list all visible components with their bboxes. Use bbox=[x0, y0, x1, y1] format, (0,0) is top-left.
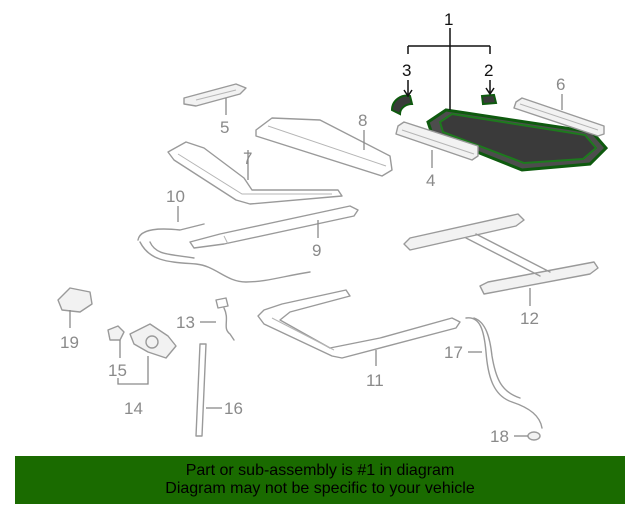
part-9-cable-guide[interactable] bbox=[189, 205, 359, 249]
callout-2[interactable]: 2 bbox=[484, 61, 493, 80]
leader-3 bbox=[403, 80, 413, 98]
part-2-clip[interactable] bbox=[480, 93, 498, 106]
callout-13[interactable]: 13 bbox=[176, 313, 195, 332]
part-5-bracket[interactable] bbox=[183, 83, 247, 107]
callout-16[interactable]: 16 bbox=[224, 399, 243, 418]
leader-2 bbox=[485, 80, 495, 96]
part-4-rail[interactable] bbox=[395, 121, 479, 161]
callout-15[interactable]: 15 bbox=[108, 361, 127, 380]
callout-3[interactable]: 3 bbox=[402, 61, 411, 80]
footer-line-2: Diagram may not be specific to your vehi… bbox=[165, 480, 475, 497]
callout-11[interactable]: 11 bbox=[366, 371, 384, 390]
part-10-cable[interactable] bbox=[137, 223, 311, 283]
part-3-bracket[interactable] bbox=[390, 94, 414, 116]
part-7-frame[interactable] bbox=[167, 141, 343, 205]
footer-line-1: Part or sub-assembly is #1 in diagram bbox=[185, 462, 455, 479]
part-17-drain-hose[interactable] bbox=[465, 317, 543, 429]
leader-lines bbox=[69, 94, 563, 437]
callout-19[interactable]: 19 bbox=[60, 333, 79, 352]
leader-1 bbox=[407, 28, 491, 110]
callout-6[interactable]: 6 bbox=[556, 75, 565, 94]
footer-banner: Part or sub-assembly is #1 in diagram Di… bbox=[15, 456, 625, 504]
part-19-bracket[interactable] bbox=[57, 287, 93, 313]
parts-diagram: 1 2 3 4 5 6 7 8 9 10 11 12 13 14 15 16 1… bbox=[57, 10, 609, 446]
callout-1[interactable]: 1 bbox=[444, 10, 453, 29]
callout-4[interactable]: 4 bbox=[426, 171, 435, 190]
part-16-rod[interactable] bbox=[195, 343, 207, 437]
part-6-rail[interactable] bbox=[513, 97, 605, 137]
callout-14[interactable]: 14 bbox=[124, 399, 143, 418]
callout-18[interactable]: 18 bbox=[490, 427, 509, 446]
callout-8[interactable]: 8 bbox=[358, 111, 367, 130]
part-15-gear[interactable] bbox=[107, 325, 125, 341]
part-8-track[interactable] bbox=[255, 117, 393, 177]
part-14-motor-assembly[interactable] bbox=[129, 323, 177, 359]
callout-10[interactable]: 10 bbox=[166, 187, 185, 206]
callout-5[interactable]: 5 bbox=[220, 118, 229, 137]
part-18-grommet[interactable] bbox=[527, 431, 541, 441]
part-11-lower-frame[interactable] bbox=[257, 289, 461, 359]
part-13-connector[interactable] bbox=[215, 297, 235, 341]
part-12-slide-rail[interactable] bbox=[403, 213, 599, 295]
callout-9[interactable]: 9 bbox=[312, 241, 321, 260]
callout-12[interactable]: 12 bbox=[520, 309, 539, 328]
callout-7[interactable]: 7 bbox=[243, 149, 252, 168]
callout-17[interactable]: 17 bbox=[444, 343, 463, 362]
